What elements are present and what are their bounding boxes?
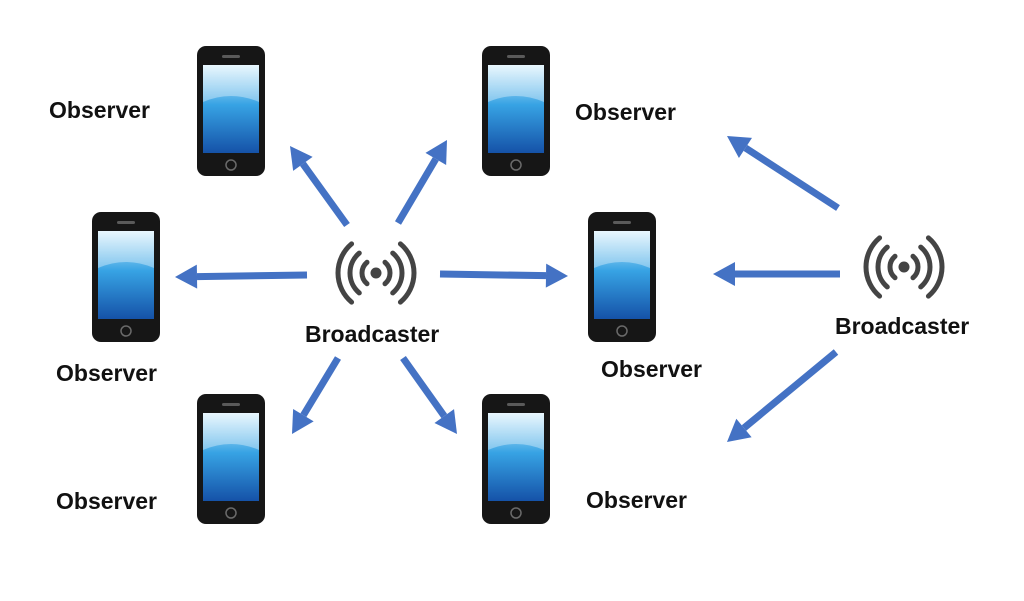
signal-wave: [335, 241, 355, 305]
signal-wave: [382, 259, 393, 287]
arrow-head-icon: [545, 263, 568, 288]
phone-home-button: [225, 159, 237, 171]
phone-home-button: [120, 325, 132, 337]
phone-speaker: [117, 221, 135, 224]
arrow-shaft: [394, 157, 439, 225]
phone-home-button: [225, 507, 237, 519]
signal-wave: [875, 244, 890, 290]
signal-wave: [397, 241, 417, 305]
observer-bottom-middle-phone-icon: [482, 394, 550, 524]
signal-wave: [390, 250, 405, 296]
phone-screen: [488, 65, 544, 153]
arrow-head-icon: [175, 264, 198, 289]
signal-wave: [863, 235, 883, 299]
arrow-shaft: [300, 161, 350, 228]
arrow-left-to-bottom-middle: [400, 355, 457, 434]
arrow-right-to-bottom-middle: [727, 349, 839, 442]
broadcaster-label: Broadcaster: [835, 313, 970, 339]
broadcaster-label: Broadcaster: [305, 321, 440, 347]
screen-glare: [488, 413, 544, 450]
screen-glare: [203, 65, 259, 102]
observer-label: Observer: [56, 488, 158, 514]
screen-glare: [203, 413, 259, 450]
screen-glare: [594, 231, 650, 268]
arrow-shaft: [300, 356, 341, 417]
phone-screen: [488, 413, 544, 501]
arrow-shaft: [743, 145, 840, 211]
signal-dot: [898, 261, 910, 273]
signal-wave: [918, 244, 933, 290]
phone-screen: [203, 413, 259, 501]
arrow-head-icon: [727, 418, 752, 442]
arrow-left-to-top-middle: [394, 140, 447, 225]
signal-wave: [887, 253, 898, 281]
broadcaster-left-signal-icon: [335, 241, 417, 305]
screen-glare: [488, 65, 544, 102]
arrow-left-to-bottom-left: [292, 356, 341, 434]
arrow-head-icon: [425, 140, 447, 166]
broadcaster-right-signal-icon: [863, 235, 945, 299]
observer-center-phone-icon: [588, 212, 656, 342]
phone-home-button: [510, 507, 522, 519]
phone-speaker: [613, 221, 631, 224]
observer-label: Observer: [586, 487, 688, 513]
arrow-right-to-center: [713, 262, 840, 286]
arrow-head-icon: [713, 262, 735, 286]
signal-wave: [910, 253, 921, 281]
phone-speaker: [222, 55, 240, 58]
signal-wave: [347, 250, 362, 296]
arrow-shaft: [400, 355, 448, 419]
phone-screen: [594, 231, 650, 319]
phone-speaker: [507, 55, 525, 58]
arrow-right-to-top-middle: [727, 136, 840, 211]
observer-top-middle-phone-icon: [482, 46, 550, 176]
arrow-head-icon: [292, 408, 314, 434]
observer-bottom-left-phone-icon: [197, 394, 265, 524]
arrow-shaft: [439, 270, 547, 280]
phone-speaker: [222, 403, 240, 406]
phone-screen: [98, 231, 154, 319]
arrow-left-to-center: [439, 263, 568, 288]
observer-label: Observer: [575, 99, 677, 125]
arrow-left-to-left: [175, 264, 308, 289]
arrow-shaft: [741, 349, 839, 431]
arrow-head-icon: [434, 409, 457, 434]
screen-glare: [98, 231, 154, 268]
observer-top-left-phone-icon: [197, 46, 265, 176]
phone-screen: [203, 65, 259, 153]
phone-home-button: [616, 325, 628, 337]
observer-left-phone-icon: [92, 212, 160, 342]
arrow-head-icon: [290, 146, 313, 171]
observer-label: Observer: [601, 356, 703, 382]
signal-wave: [925, 235, 945, 299]
arrow-left-to-top-left: [290, 146, 350, 228]
observer-label: Observer: [49, 97, 151, 123]
phone-speaker: [507, 403, 525, 406]
phone-home-button: [510, 159, 522, 171]
arrow-head-icon: [727, 136, 752, 159]
signal-wave: [359, 259, 370, 287]
observer-label: Observer: [56, 360, 158, 386]
signal-dot: [370, 267, 382, 279]
arrow-shaft: [196, 271, 308, 281]
